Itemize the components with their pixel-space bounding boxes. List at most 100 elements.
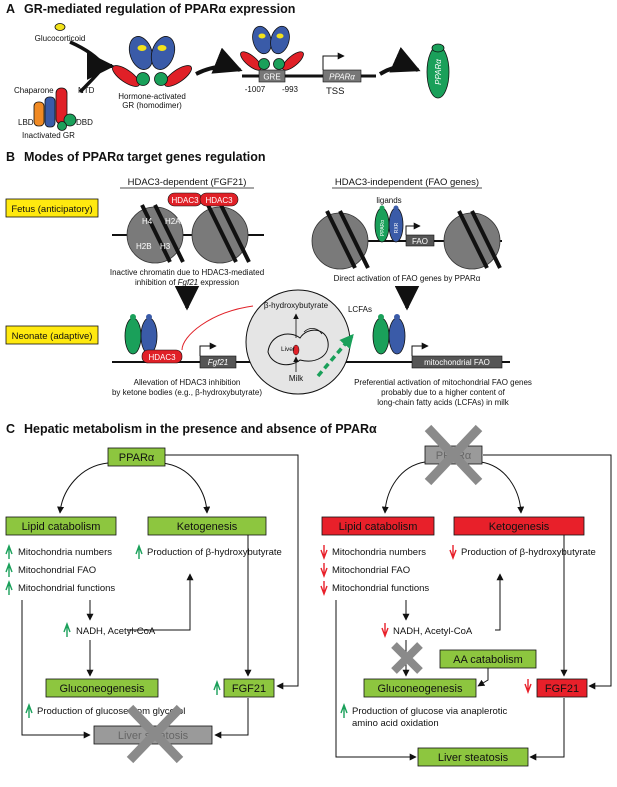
- left-fgf21-label: FGF21: [232, 683, 266, 695]
- left-mito-functions: Mitochondrial functions: [18, 583, 115, 594]
- tss-arrow: [322, 52, 345, 70]
- lcfas-label: LCFAs: [348, 305, 372, 314]
- right-ketogenesis-box: [453, 516, 585, 536]
- liver-milk-circle: [245, 289, 351, 395]
- nucleosome-hdac3-dependent: [112, 204, 264, 264]
- hormone-activated-label: Hormone-activated: [118, 92, 186, 101]
- right-wiring: [335, 454, 612, 761]
- panel-b-letter: B: [6, 150, 15, 164]
- hdac3-badge-neonate: [141, 349, 183, 364]
- rxr-small-label: RXR: [394, 222, 400, 233]
- inactive-chromatin-line2: inhibition of Fgf21 expression: [135, 278, 239, 287]
- right-glucose-line1: Production of glucose via anaplerotic: [352, 706, 508, 717]
- right-lipid-catabolism-label: Lipid catabolism: [339, 521, 418, 533]
- arrow-to-ppara-a: [378, 46, 421, 76]
- pos-993-label: -993: [282, 85, 299, 94]
- right-liver-steatosis-box: [417, 747, 529, 767]
- fgf21-gene-label: Fgf21: [208, 358, 228, 367]
- lbd-label: LBD: [18, 118, 34, 127]
- ppara-protein-icon: [426, 43, 450, 99]
- panel-c-title: Hepatic metabolism in the presence and a…: [24, 422, 377, 436]
- panel-a-letter: A: [6, 2, 15, 16]
- merge-arrow-lines: [69, 40, 107, 94]
- right-down-arrow-6: [524, 679, 532, 694]
- right-ppara-cross-icon: [424, 424, 483, 486]
- allevation-line2: by ketone bodies (e.g., β-hydroxybutyrat…: [112, 388, 262, 397]
- bhb-label: β-hydroxybutyrate: [264, 301, 329, 310]
- left-gluconeogenesis-box: [45, 678, 159, 698]
- panel-c: C Hepatic metabolism in the presence and…: [5, 422, 612, 767]
- right-mito-functions: Mitochondrial functions: [332, 583, 429, 594]
- gre-element: [258, 69, 286, 83]
- right-up-arrow-1: [340, 703, 348, 718]
- panel-b-title: Modes of PPARα target genes regulation: [24, 150, 266, 164]
- left-ketogenesis-label: Ketogenesis: [177, 521, 238, 533]
- right-fgf21-box: [536, 678, 588, 698]
- right-down-arrow-3: [320, 581, 328, 596]
- left-gluconeogenesis-label: Gluconeogenesis: [59, 683, 145, 695]
- ppara-small-label: PPARα: [380, 220, 386, 236]
- right-nadh: NADH, Acetyl-CoA: [393, 626, 473, 637]
- right-down-arrow-2: [320, 563, 328, 578]
- gre-label: GRE: [263, 73, 280, 82]
- inactivated-gr-label: Inactivated GR: [22, 131, 75, 140]
- nucleosome-hdac3-independent: [311, 205, 502, 270]
- left-bhb-production: Production of β-hydroxybutyrate: [147, 547, 282, 558]
- right-down-arrow-1: [320, 545, 328, 560]
- histone-h4-label: H4: [142, 217, 153, 226]
- neonate-label: Neonate (adaptive): [12, 331, 93, 342]
- preferential-line2: probably due to a higher content of: [381, 388, 505, 397]
- left-glucose-glycerol: Production of glucose from glycerol: [37, 706, 185, 717]
- right-aa-catabolism-box: [439, 649, 537, 669]
- arrow-to-dna-a: [195, 47, 243, 76]
- ppara-gene-label: PPARα: [329, 73, 355, 82]
- ligands-label: ligands: [376, 196, 401, 205]
- right-mito-numbers: Mitochondria numbers: [332, 547, 426, 558]
- left-up-arrow-3: [5, 580, 13, 595]
- left-wiring: [21, 454, 299, 739]
- neonate-label-box: [5, 325, 99, 345]
- fetus-label: Fetus (anticipatory): [11, 204, 92, 215]
- ntd-label: NTD: [78, 86, 95, 95]
- left-ketogenesis-box: [147, 516, 267, 536]
- tss-label: TSS: [326, 86, 344, 97]
- allevation-line1: Allevation of HDAC3 inhibition: [134, 378, 241, 387]
- left-steatosis-cross-icon: [126, 704, 184, 764]
- fetus-label-box: [5, 198, 99, 218]
- panel-b: B Modes of PPARα target genes regulation…: [5, 150, 532, 407]
- pos-1007-label: -1007: [245, 85, 266, 94]
- left-lipid-catabolism-box: [5, 516, 117, 536]
- liver-label: Liver: [281, 346, 296, 353]
- right-glucose-line2: amino acid oxidation: [352, 718, 439, 729]
- glucocorticoid-label: Glucocorticoid: [35, 34, 86, 43]
- left-lipid-catabolism-label: Lipid catabolism: [22, 521, 101, 533]
- right-ketogenesis-label: Ketogenesis: [489, 521, 550, 533]
- hdac3-independent-title: HDAC3-independent (FAO genes): [335, 177, 479, 188]
- right-liver-steatosis-label: Liver steatosis: [438, 752, 509, 764]
- right-nadh-cross-icon: [391, 642, 423, 674]
- hdac3-dependent-title: HDAC3-dependent (FGF21): [128, 177, 247, 188]
- fao-gene-label: FAO: [412, 237, 428, 246]
- left-mito-numbers: Mitochondria numbers: [18, 547, 112, 558]
- ppara-gene-element: [322, 69, 362, 83]
- left-up-arrow-4: [135, 544, 143, 559]
- inhibition-line: [181, 305, 254, 351]
- panel-a: A GR-mediated regulation of PPARα expres…: [6, 2, 450, 140]
- histone-h2a-label: H2A: [165, 217, 181, 226]
- gr-homodimer-label: GR (homodimer): [122, 101, 182, 110]
- left-nadh: NADH, Acetyl-CoA: [76, 626, 156, 637]
- chaparone-label: Chaparone: [14, 86, 54, 95]
- panel-c-letter: C: [6, 422, 15, 436]
- hdac3-badge-1-label: HDAC3: [171, 196, 199, 205]
- histone-h3-label: H3: [160, 242, 171, 251]
- dbd-label: DBD: [76, 118, 93, 127]
- left-ppara-box: [107, 447, 166, 467]
- histone-h2b-label: H2B: [136, 242, 152, 251]
- right-bhb-production: Production of β-hydroxybutyrate: [461, 547, 596, 558]
- left-up-arrow-2: [5, 562, 13, 577]
- direct-activation-label: Direct activation of FAO genes by PPARα: [334, 274, 481, 283]
- inactivated-gr-icon: [33, 87, 77, 131]
- glucocorticoid-icon: [54, 23, 66, 31]
- right-lipid-catabolism-box: [321, 516, 435, 536]
